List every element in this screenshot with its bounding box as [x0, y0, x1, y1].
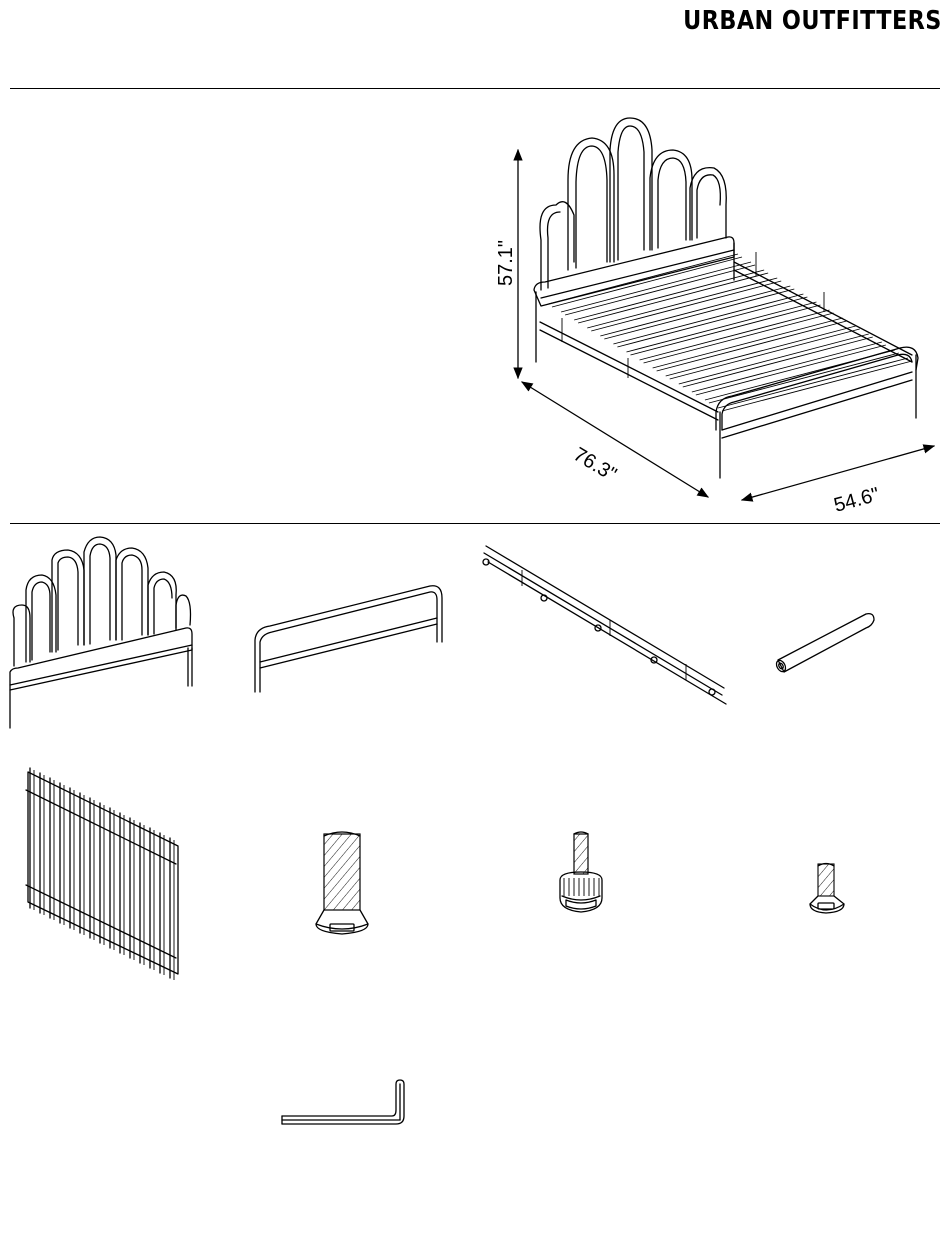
- length-dimension: 76.3": [522, 382, 708, 497]
- height-dimension: 57.1": [495, 150, 518, 378]
- slats-icon: [26, 768, 178, 980]
- side-rail-icon: [483, 546, 726, 704]
- svg-text:76.3": 76.3": [569, 443, 620, 486]
- bed-frame-assembled-icon: [534, 118, 918, 478]
- svg-text:57.1": 57.1": [495, 240, 517, 286]
- headboard-icon: [10, 537, 192, 728]
- width-dimension: 54.6": [742, 446, 934, 517]
- support-leg-icon: [775, 614, 874, 674]
- adjustable-foot-icon: [560, 832, 602, 912]
- bolt-icon: [316, 832, 368, 934]
- allen-key-icon: [282, 1080, 404, 1124]
- short-bolt-icon: [810, 864, 844, 914]
- svg-text:54.6": 54.6": [832, 484, 882, 517]
- footboard-icon: [255, 586, 442, 692]
